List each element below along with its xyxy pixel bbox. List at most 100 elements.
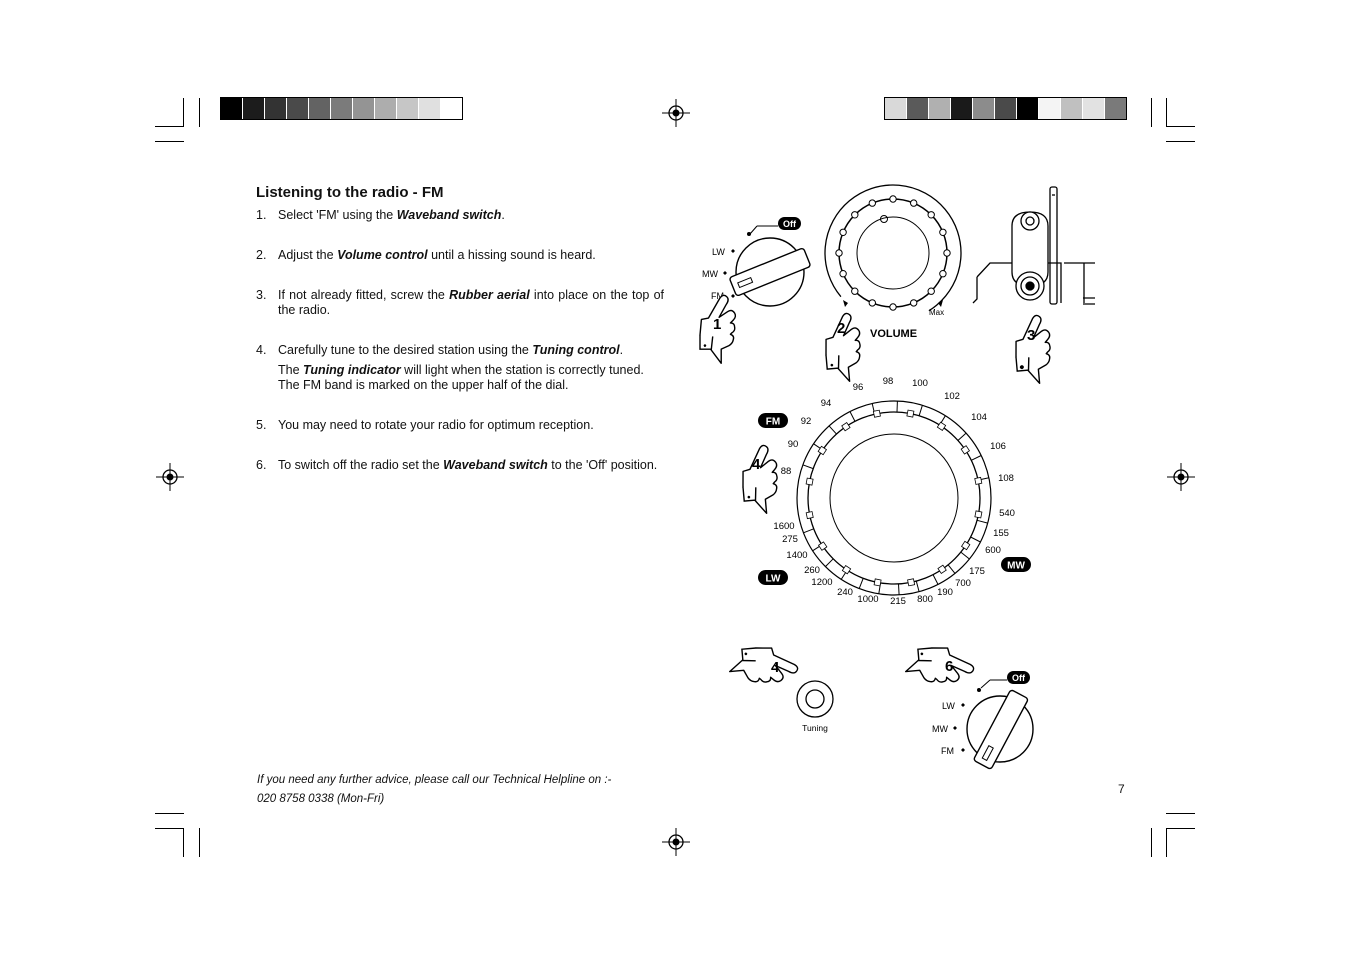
off-switch-figure: Off LW MW FM 6 <box>901 631 1034 770</box>
dial-notch <box>805 477 814 486</box>
fm-scale-label: 98 <box>883 376 894 387</box>
fm-tick <box>849 411 856 422</box>
emphasis: Waveband switch <box>396 208 502 222</box>
step-text: Select 'FM' using the Waveband switch. <box>278 208 664 223</box>
color-swatch <box>353 98 375 119</box>
knob-notch <box>927 287 935 295</box>
fm-label: FM <box>941 746 954 756</box>
knob-notch <box>851 287 859 295</box>
color-swatch <box>907 98 929 119</box>
color-bar-right <box>884 97 1127 120</box>
text-run: until a hissing sound is heard. <box>427 248 596 262</box>
color-swatch <box>973 98 995 119</box>
dial-notch <box>841 564 852 575</box>
mw-metre-label: 175 <box>969 566 985 577</box>
fm-scale-label: 96 <box>853 382 864 393</box>
fm-scale-label: 108 <box>998 473 1014 484</box>
mw-tick <box>932 574 939 585</box>
mw-tick <box>803 528 814 534</box>
fm-scale-label: 104 <box>971 412 987 423</box>
step-text: If not already fitted, screw the Rubber … <box>278 288 664 318</box>
volume-label: VOLUME <box>870 328 917 340</box>
text-run: You may need to rotate your radio for op… <box>278 418 594 432</box>
mw-badge-label: MW <box>1007 561 1025 572</box>
mw-label: MW <box>702 269 718 279</box>
step-4: 4. Carefully tune to the desired station… <box>256 343 664 393</box>
mw-khz-label: 1400 <box>786 550 807 561</box>
knob-notch <box>910 299 918 307</box>
registration-mark-icon <box>1167 463 1195 491</box>
fm-scale-label: 90 <box>788 439 799 450</box>
dial-notch <box>805 511 814 520</box>
dial-notch <box>974 510 983 519</box>
dial-notch <box>960 540 971 551</box>
text-run: Adjust the <box>278 248 338 262</box>
dial-notch <box>907 578 916 587</box>
color-swatch <box>995 98 1017 119</box>
mw-khz-label: 700 <box>955 578 971 589</box>
crop-mark <box>155 828 184 829</box>
waveband-switch-figure: Off LW MW FM 1 <box>683 217 811 368</box>
page-number: 7 <box>1118 782 1125 796</box>
emphasis: Tuning indicator <box>303 363 401 377</box>
text-run: Select 'FM' using the <box>278 208 397 222</box>
step-marker: 1 <box>713 316 721 333</box>
color-swatch <box>1061 98 1083 119</box>
lw-badge <box>758 570 788 585</box>
mw-tick <box>825 558 834 567</box>
emphasis: Waveband switch <box>443 458 548 472</box>
volume-figure: VOLUME Max 2 <box>809 184 962 386</box>
dial-notch <box>906 409 915 418</box>
color-swatch <box>243 98 265 119</box>
lw-label: LW <box>712 247 725 257</box>
fm-scale-label: 92 <box>801 416 812 427</box>
fm-tick <box>828 425 837 435</box>
dial-notch <box>873 578 882 587</box>
step-marker: 3 <box>1027 327 1035 344</box>
fm-tick <box>802 464 814 470</box>
mw-badge <box>1001 557 1031 572</box>
lw-label: LW <box>942 701 955 711</box>
crop-mark <box>183 98 184 127</box>
mw-tick <box>970 536 981 543</box>
color-swatch <box>929 98 951 119</box>
mw-label: MW <box>932 724 948 734</box>
knob-notch <box>835 249 843 257</box>
mw-metre-label: 215 <box>890 596 906 607</box>
emphasis: Volume control <box>337 248 428 262</box>
text-run: Carefully tune to the desired station us… <box>278 343 533 357</box>
step-1: 1. Select 'FM' using the Waveband switch… <box>256 208 664 223</box>
step-6: 6. To switch off the radio set the Waveb… <box>256 458 664 473</box>
off-badge <box>1007 671 1030 684</box>
tuning-label: Tuning <box>802 723 828 733</box>
crop-mark <box>199 98 200 127</box>
registration-mark-icon <box>662 828 690 856</box>
tuning-knob-figure: Tuning 4 <box>725 631 834 733</box>
helpline-text: If you need any further advice, please c… <box>257 774 612 786</box>
crop-mark <box>1151 828 1152 857</box>
mw-khz-label: 1600 <box>773 521 794 532</box>
dial-notch <box>960 445 971 455</box>
step-marker: 4 <box>771 659 780 676</box>
text-run: . <box>619 343 624 357</box>
step-note: The Tuning indicator will light when the… <box>278 363 664 393</box>
mw-tick <box>960 551 970 560</box>
emphasis: Rubber aerial <box>449 288 530 302</box>
step-5: 5. You may need to rotate your radio for… <box>256 418 664 433</box>
fm-badge-label: FM <box>766 417 780 428</box>
lw-badge-label: LW <box>766 574 782 585</box>
step-number: 3. <box>256 288 267 302</box>
text-run: to the 'Off' position. <box>547 458 658 472</box>
off-label: Off <box>1012 673 1026 683</box>
helpline-number: 020 8758 0338 (Mon-Fri) <box>257 793 385 805</box>
step-text: Adjust the Volume control until a hissin… <box>278 248 664 263</box>
knob-notch <box>927 211 935 219</box>
crop-mark <box>155 126 184 127</box>
knob-notch <box>868 199 876 207</box>
color-swatch <box>375 98 397 119</box>
mw-metre-label: 240 <box>837 587 853 598</box>
knob-notch <box>889 303 897 311</box>
fm-tick <box>971 455 982 461</box>
fm-scale-label: 88 <box>781 466 792 477</box>
